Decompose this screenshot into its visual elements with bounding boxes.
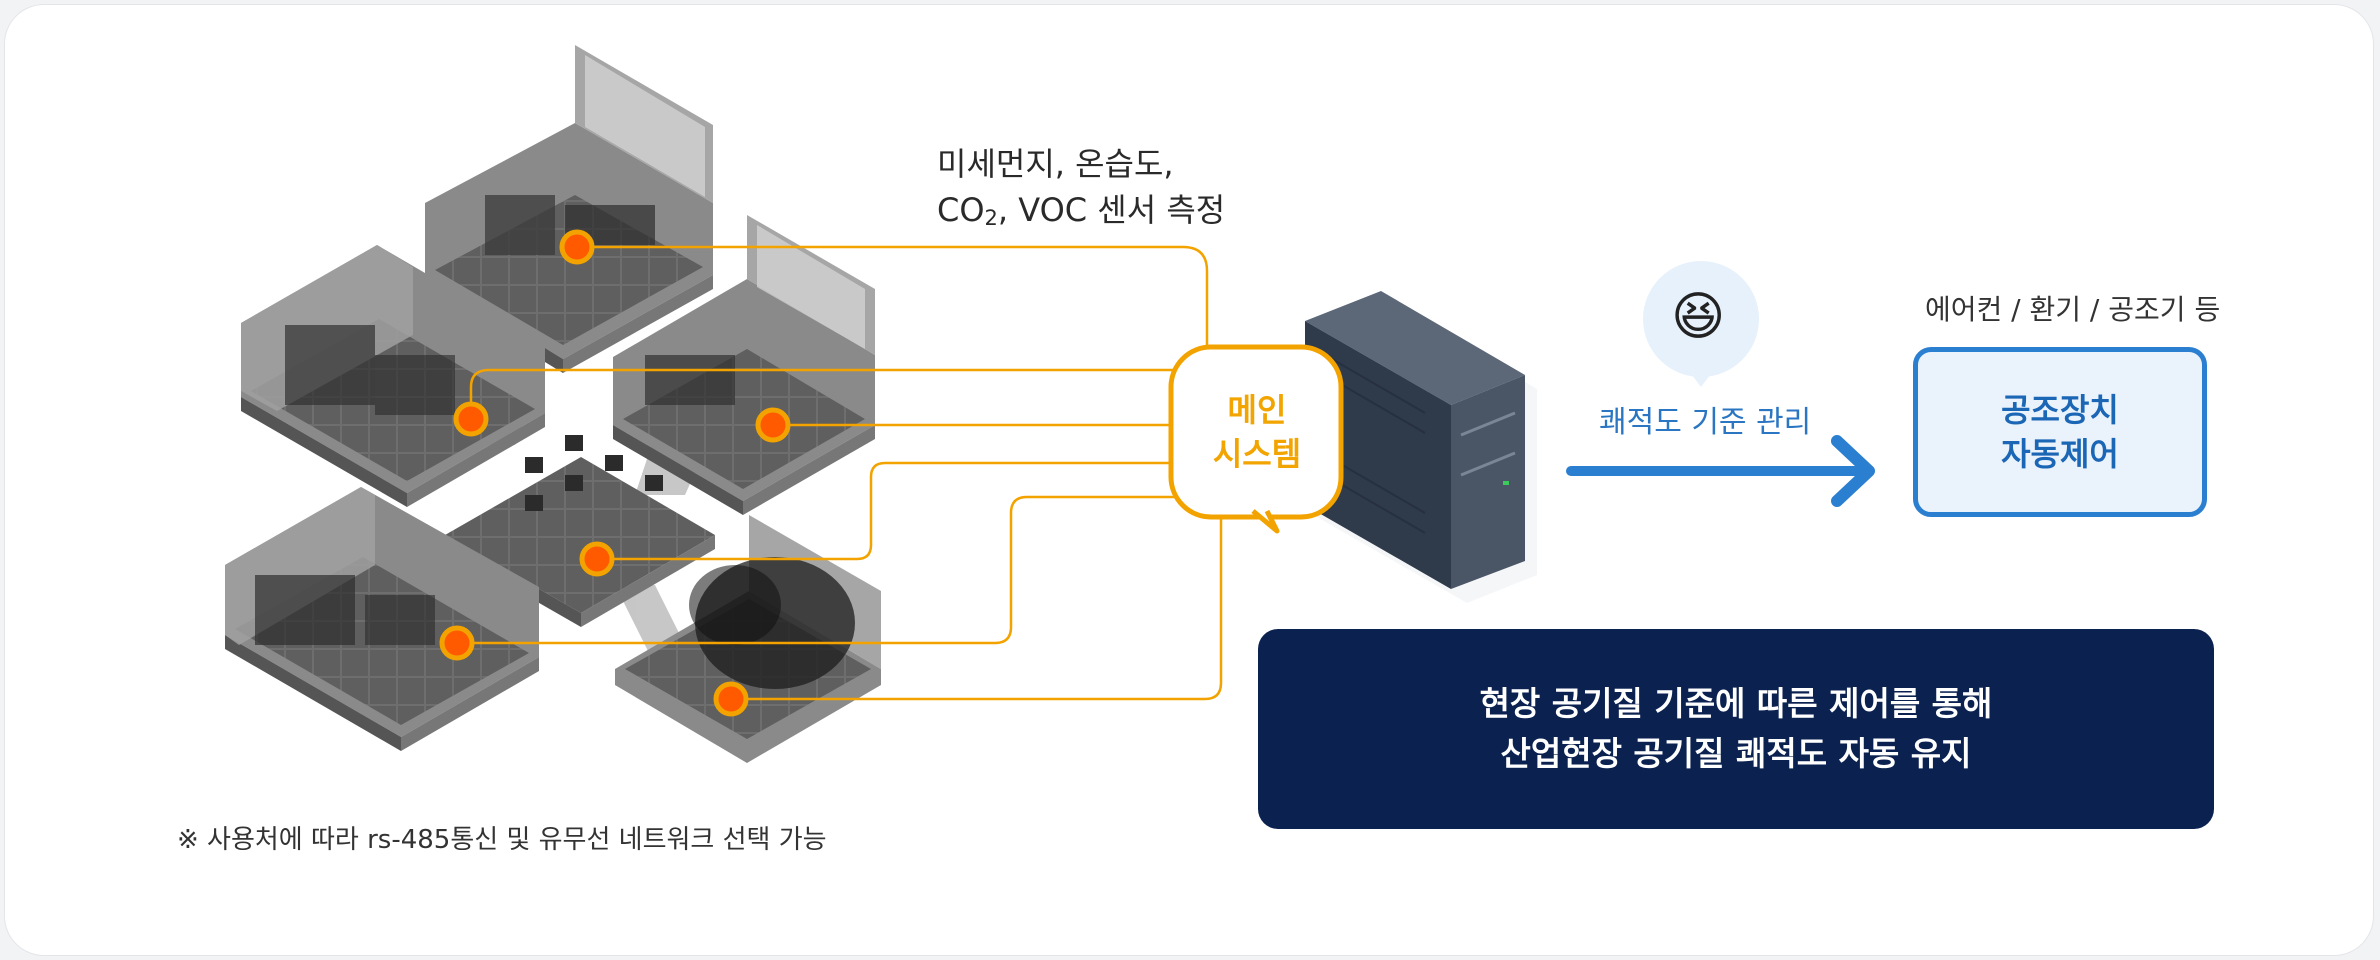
sensor-measurement-label: 미세먼지, 온습도, CO2, VOC 센서 측정 xyxy=(937,141,1225,241)
main-system-line1: 메인 xyxy=(1227,391,1287,429)
sensor-label-line1: 미세먼지, 온습도, xyxy=(937,145,1174,183)
system-diagram-illustration xyxy=(225,45,1875,763)
arrow-right-icon xyxy=(1566,435,1875,507)
server-icon xyxy=(1305,291,1537,603)
sensor-dot xyxy=(439,625,475,661)
summary-box: 현장 공기질 기준에 따른 제어를 통해 산업현장 공기질 쾌적도 자동 유지 xyxy=(1258,629,2214,829)
sensor-dot xyxy=(755,407,791,443)
diagram-card: 미세먼지, 온습도, CO2, VOC 센서 측정 메인 시스템 😆 쾌적도 기… xyxy=(4,4,2374,956)
control-box-line1: 공조장치 xyxy=(2001,391,2119,429)
comfort-management-label: 쾌적도 기준 관리 xyxy=(1599,405,1812,440)
main-system-label: 메인 시스템 xyxy=(1167,347,1347,517)
emoji-bubble xyxy=(1643,261,1759,387)
sensor-dot xyxy=(453,401,489,437)
footnote: ※ 사용처에 따라 rs-485통신 및 유무선 네트워크 선택 가능 xyxy=(177,825,827,855)
control-box-line2: 자동제어 xyxy=(2001,435,2119,473)
summary-line1: 현장 공기질 기준에 따른 제어를 통해 xyxy=(1479,684,1993,723)
factory-zone-right xyxy=(613,215,875,515)
co2-subscript: 2 xyxy=(984,206,998,230)
sensor-dots xyxy=(439,229,791,717)
factory-zone-bottom-right xyxy=(615,515,881,763)
sensor-connection-lines xyxy=(457,245,1223,701)
main-system-bubble xyxy=(1168,344,1344,534)
main-system-line2: 시스템 xyxy=(1212,435,1302,473)
summary-line2: 산업현장 공기질 쾌적도 자동 유지 xyxy=(1500,734,1972,773)
sensor-dot xyxy=(713,681,749,717)
sensor-dot xyxy=(559,229,595,265)
sensor-label-line2: CO2, VOC 센서 측정 xyxy=(937,187,1225,241)
factory-zone-left xyxy=(241,245,545,507)
device-caption: 에어컨 / 환기 / 공조기 등 xyxy=(1925,293,2221,326)
laughing-emoji-icon: 😆 xyxy=(1671,287,1726,347)
sensor-label-suffix: , VOC 센서 측정 xyxy=(997,191,1226,229)
co2-prefix: CO xyxy=(937,191,985,229)
hvac-auto-control-box: 공조장치 자동제어 xyxy=(1913,347,2207,517)
factory-zone-bottom-left xyxy=(225,487,539,751)
sensor-dot xyxy=(579,541,615,577)
